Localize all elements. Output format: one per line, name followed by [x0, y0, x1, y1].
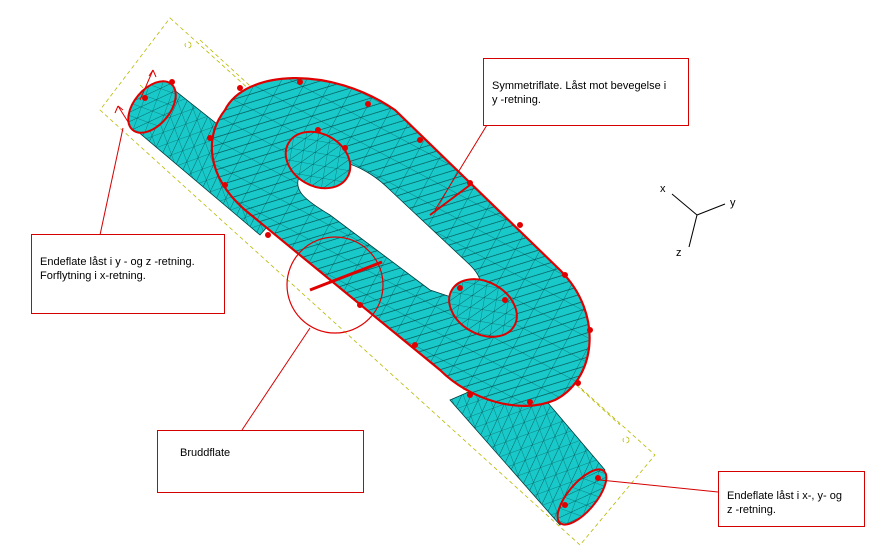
chain-link-half: [210, 77, 591, 407]
callout-right-end-surface: Endeflate låst i x-, y- og z -retning.: [718, 471, 865, 527]
callout-left-end-line1: Endeflate låst i y - og z -retning.: [40, 256, 195, 268]
callout-right-end-line2: z -retning.: [727, 504, 776, 516]
symmetry-face-lower: [448, 278, 518, 338]
callout-symmetry-line2: y -retning.: [492, 94, 541, 106]
axis-x-label: x: [660, 183, 666, 195]
axis-triad: [671, 193, 726, 248]
load-arrows: [114, 69, 157, 126]
constraint-markers: [142, 79, 601, 508]
fracture-line: [309, 260, 383, 292]
callout-left-end-line2: Forflytning i x-retning.: [40, 270, 146, 282]
leader-lines: [99, 124, 719, 493]
callout-left-end-surface: Endeflate låst i y - og z -retning. Forf…: [31, 234, 225, 314]
fracture-highlight-circle: [286, 236, 384, 334]
callout-symmetry-line1: Symmetriflate. Låst mot bevegelse i: [492, 80, 667, 92]
symmetry-face-upper: [284, 130, 352, 190]
callout-fracture-surface: Bruddflate: [157, 430, 364, 493]
callout-fracture-line1: Bruddflate: [180, 447, 231, 459]
callout-symmetry-surface: Symmetriflate. Låst mot bevegelse i y -r…: [483, 58, 689, 126]
axis-z-label: z: [676, 247, 682, 259]
axis-y-label: y: [730, 197, 736, 209]
callout-right-end-line1: Endeflate låst i x-, y- og: [727, 490, 842, 502]
